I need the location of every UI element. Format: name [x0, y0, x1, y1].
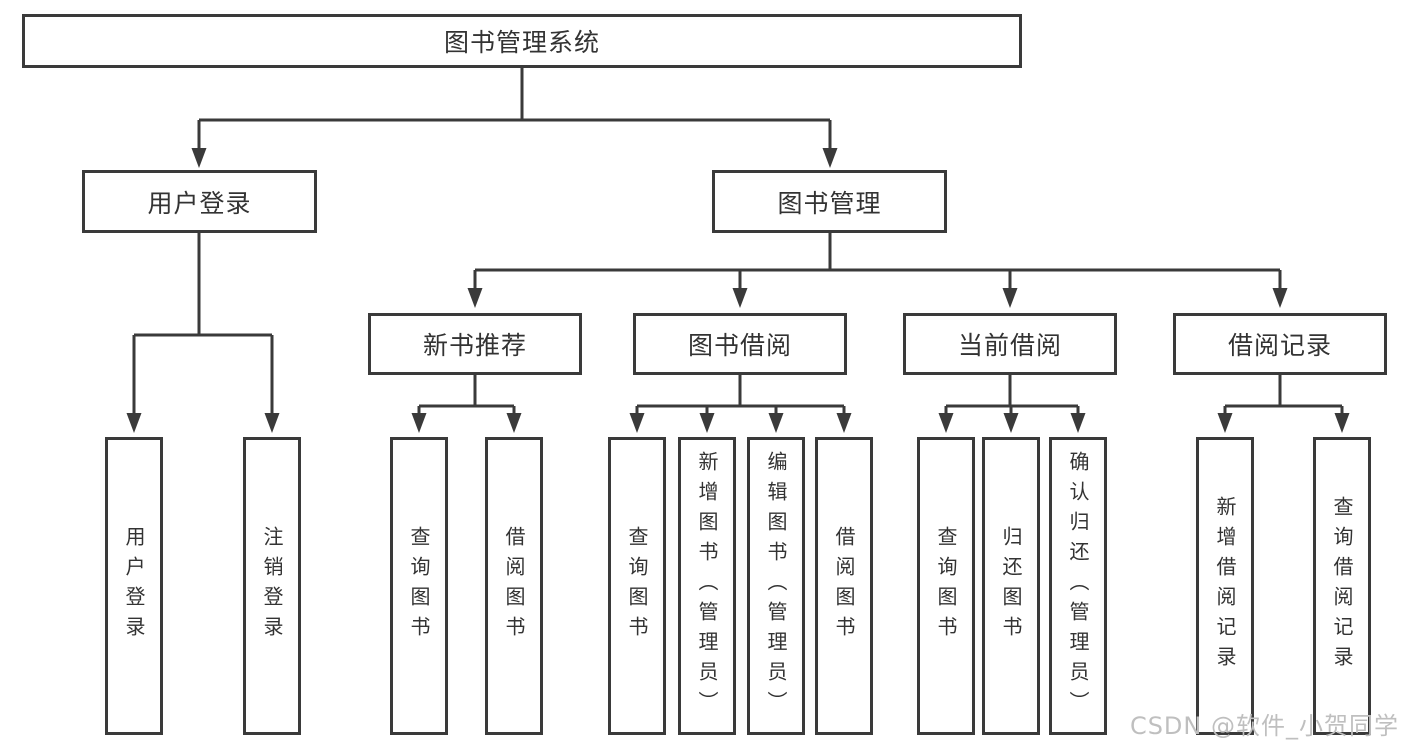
leaf-edit-book-admin: 编辑图书（管理员） — [747, 437, 805, 735]
csdn-watermark: CSDN @软件_小贺同学 — [1129, 712, 1399, 740]
leaf-return-books: 归还图书 — [982, 437, 1040, 735]
leaf-query-books-borrow: 查询图书 — [608, 437, 666, 735]
leaf-logout: 注销登录 — [243, 437, 301, 735]
leaf-query-borrow-record: 查询借阅记录 — [1313, 437, 1371, 735]
node-new-book-recommend: 新书推荐 — [368, 313, 582, 375]
node-book-borrow: 图书借阅 — [633, 313, 847, 375]
leaf-borrow-books: 借阅图书 — [815, 437, 873, 735]
node-current-borrow: 当前借阅 — [903, 313, 1117, 375]
leaf-query-books-recommend: 查询图书 — [390, 437, 448, 735]
node-book-management: 图书管理 — [712, 170, 947, 233]
leaf-query-books-current: 查询图书 — [917, 437, 975, 735]
leaf-add-book-admin: 新增图书（管理员） — [678, 437, 736, 735]
leaf-user-login: 用户登录 — [105, 437, 163, 735]
node-user-login: 用户登录 — [82, 170, 317, 233]
leaf-confirm-return-admin: 确认归还（管理员） — [1049, 437, 1107, 735]
leaf-borrow-books-recommend: 借阅图书 — [485, 437, 543, 735]
node-library-management-system: 图书管理系统 — [22, 14, 1022, 68]
leaf-add-borrow-record: 新增借阅记录 — [1196, 437, 1254, 735]
node-borrow-records: 借阅记录 — [1173, 313, 1387, 375]
